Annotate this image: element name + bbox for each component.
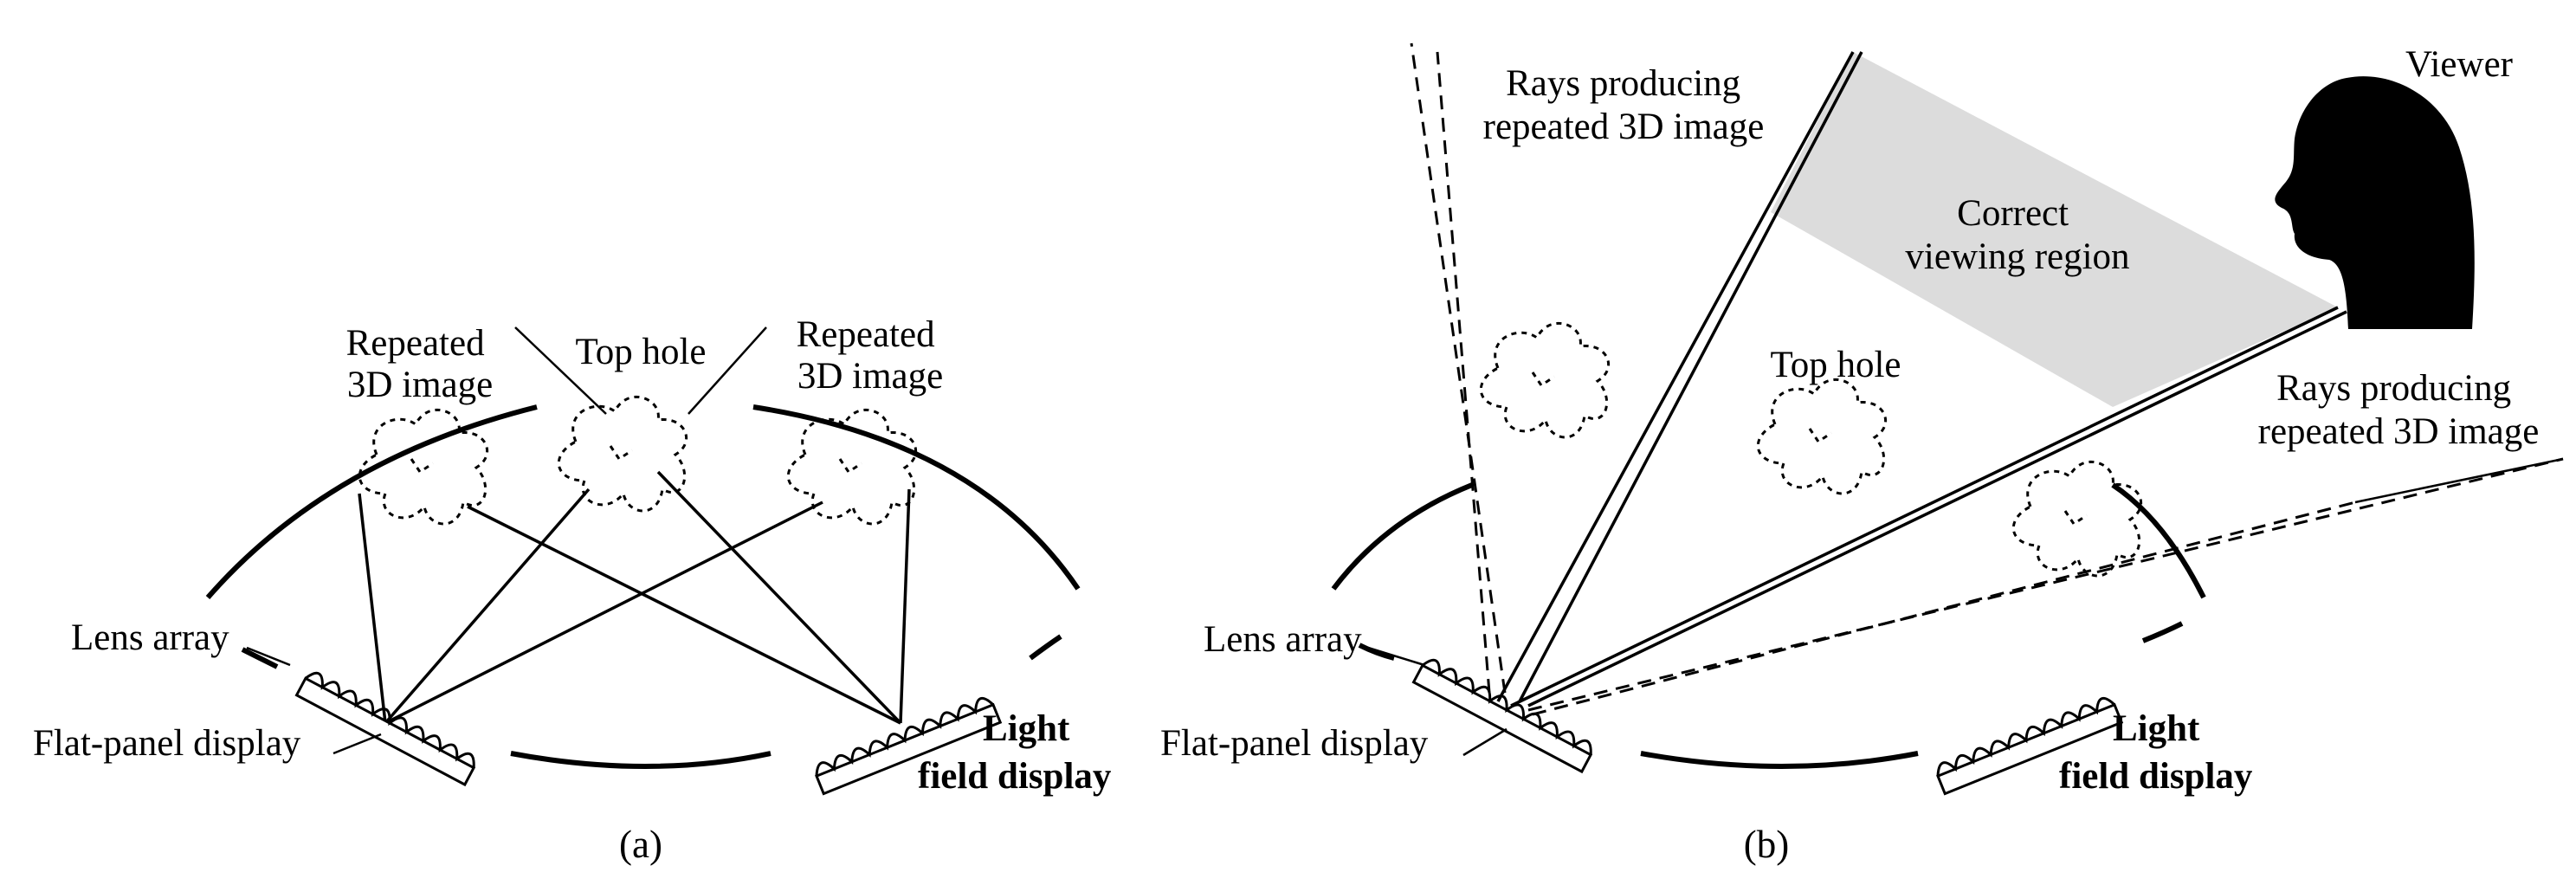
rays-right-label: Rays producing repeated 3D image bbox=[2258, 368, 2540, 452]
light-field-display-b-left bbox=[1412, 655, 1598, 773]
flat-panel-b-leader bbox=[1462, 727, 1508, 757]
top-hole-image-b bbox=[1756, 378, 1888, 495]
lens-array-leader bbox=[246, 646, 291, 667]
rays-a bbox=[358, 470, 911, 725]
flat-panel-leader bbox=[332, 733, 382, 755]
top-hole-b-label: Top hole bbox=[1770, 345, 1901, 385]
top-hole-label: Top hole bbox=[575, 332, 706, 372]
correct-region-label: Correct viewing region bbox=[1905, 193, 2129, 277]
ring-arc-left bbox=[241, 647, 279, 669]
ring-arc-upper-right bbox=[752, 404, 1081, 591]
panel-b: Rays producing repeated 3D image Viewer … bbox=[1160, 42, 2564, 866]
lens-array-label: Lens array bbox=[71, 617, 229, 658]
repeated-image-right-label: Repeated 3D image bbox=[797, 314, 945, 397]
light-field-b-label: Light field display bbox=[2059, 708, 2253, 797]
panel-a: Repeated 3D image Top hole Repeated 3D i… bbox=[33, 314, 1112, 866]
ring-arc-b-right-lower bbox=[2141, 621, 2184, 643]
ring-arc-bottom bbox=[510, 751, 772, 769]
correct-viewing-region bbox=[1771, 52, 2338, 407]
repeated-image-b-left bbox=[1479, 321, 1611, 439]
rays-top-label: Rays producing repeated 3D image bbox=[1483, 63, 1765, 147]
ring-arc-b-bottom bbox=[1640, 751, 1919, 769]
top-hole-leader-left bbox=[514, 326, 607, 415]
light-field-display-left bbox=[295, 668, 481, 786]
viewer-head-icon bbox=[2275, 76, 2475, 330]
ring-arc-b-left bbox=[1358, 643, 1395, 661]
lens-array-b-label: Lens array bbox=[1204, 619, 1362, 660]
repeated-image-left-label: Repeated 3D image bbox=[346, 323, 494, 405]
rays-b bbox=[1410, 42, 2564, 716]
ring-arc-b-right bbox=[2111, 482, 2206, 599]
flat-panel-label: Flat-panel display bbox=[33, 723, 301, 764]
ring-arc-upper-left bbox=[205, 404, 538, 599]
top-hole-image bbox=[557, 395, 688, 513]
lens-array-b-leader bbox=[1367, 646, 1425, 667]
viewer-label: Viewer bbox=[2405, 44, 2513, 85]
caption-b: (b) bbox=[1744, 823, 1789, 866]
caption-a: (a) bbox=[619, 823, 662, 866]
top-hole-leader-right bbox=[688, 326, 767, 415]
ring-arc-right bbox=[1029, 634, 1062, 661]
light-field-label: Light field display bbox=[918, 708, 1112, 797]
ring-arc-b-upper-left bbox=[1331, 482, 1474, 591]
repeated-image-b-right bbox=[2011, 460, 2143, 578]
flat-panel-b-label: Flat-panel display bbox=[1160, 723, 1429, 764]
